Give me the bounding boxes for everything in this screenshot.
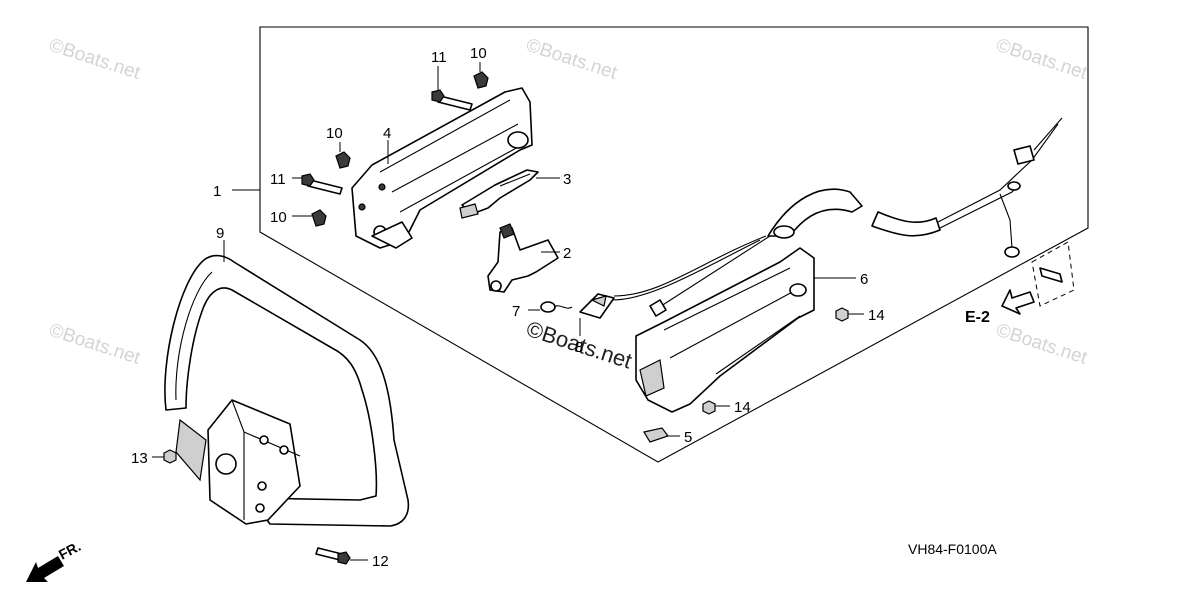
callout-1: 1 (213, 183, 221, 200)
callout-6: 6 (860, 271, 868, 288)
callout-3: 3 (563, 171, 571, 188)
throttle-trigger (487, 223, 559, 293)
drawing-code: VH84-F0100A (908, 541, 997, 557)
callout-14: 14 (734, 399, 751, 416)
watermarks: ©Boats.net ©Boats.net ©Boats.net ©Boats.… (46, 35, 1090, 374)
reference-box (1031, 241, 1075, 307)
spring (540, 301, 573, 313)
watermark: ©Boats.net (46, 320, 143, 369)
callout-11: 11 (270, 171, 286, 188)
arrow-icon (1001, 289, 1035, 315)
callout-11: 11 (431, 49, 447, 66)
nut (702, 400, 716, 415)
watermark: ©Boats.net (993, 35, 1090, 84)
callouts: 1 2 3 4 5 6 7 8 9 10 10 10 11 11 12 13 1… (131, 45, 885, 570)
callout-8: 8 (575, 339, 583, 356)
watermark: ©Boats.net (993, 320, 1090, 369)
stop-switch (579, 293, 615, 319)
watermark: ©Boats.net (523, 35, 620, 84)
callout-12: 12 (372, 553, 389, 570)
screw (311, 71, 489, 227)
assembly-boundary (259, 26, 1089, 463)
watermark: ©Boats.net (46, 35, 143, 84)
handle-housing-lower (635, 247, 815, 413)
callout-13: 13 (131, 450, 148, 467)
reference-label: E-2 (965, 309, 990, 326)
barrier-bar (164, 254, 410, 527)
front-direction-marker: FR. (26, 538, 83, 582)
handle-housing-upper (351, 87, 533, 249)
callout-14: 14 (868, 307, 885, 324)
callout-10: 10 (270, 209, 287, 226)
callout-4: 4 (383, 125, 391, 142)
callout-9: 9 (216, 225, 224, 242)
callout-2: 2 (563, 245, 571, 262)
callout-7: 7 (512, 303, 520, 320)
wire-harness (611, 117, 1063, 317)
bolt (315, 547, 351, 565)
callout-10: 10 (326, 125, 343, 142)
throttle-lever (459, 169, 539, 219)
leader-lines (152, 62, 864, 561)
reference-marker: E-2 (965, 289, 1035, 326)
rubber-pad (643, 427, 669, 443)
arrow-icon (26, 556, 64, 582)
callout-5: 5 (684, 429, 692, 446)
nut (835, 307, 849, 322)
callout-10: 10 (470, 45, 487, 62)
nut (163, 449, 177, 464)
bolt (301, 89, 473, 195)
front-label: FR. (56, 538, 83, 563)
